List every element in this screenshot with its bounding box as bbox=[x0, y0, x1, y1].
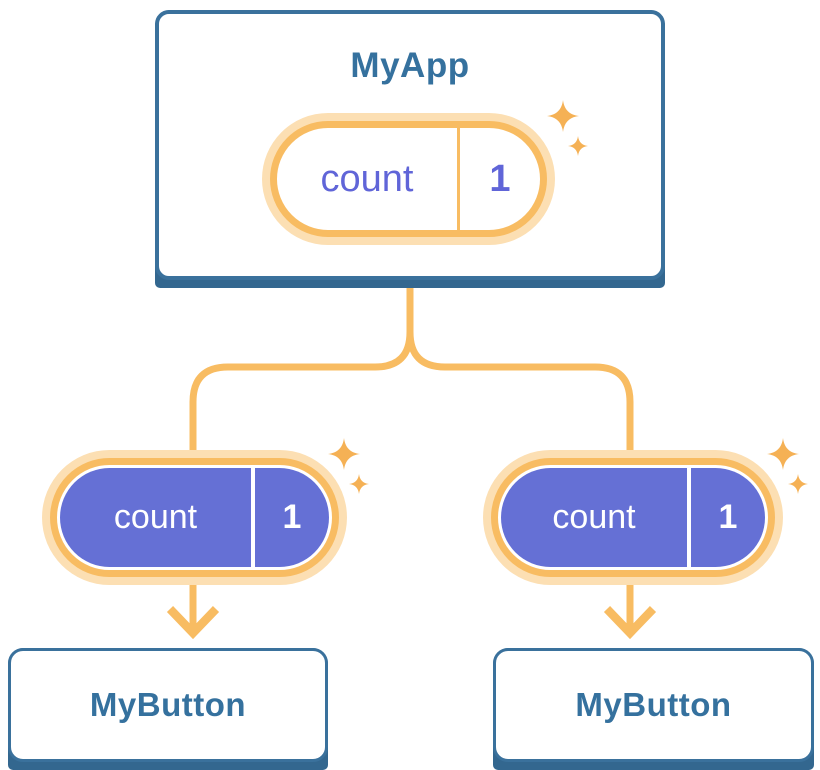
component-title-mybutton-right: MyButton bbox=[575, 686, 732, 723]
state-pill-right-ring: count 1 bbox=[491, 458, 775, 577]
connector-left-branch bbox=[189, 280, 414, 634]
sparkle-icon bbox=[349, 474, 369, 494]
state-pill-left-ring: count 1 bbox=[50, 458, 339, 577]
sparkle-icon-group-left bbox=[328, 438, 376, 498]
state-pill-mybutton-right: count 1 bbox=[483, 450, 783, 585]
sparkle-icon-group-right bbox=[767, 438, 815, 498]
state-value: 1 bbox=[489, 157, 511, 200]
component-title-myapp: MyApp bbox=[350, 46, 470, 85]
state-value: 1 bbox=[718, 498, 738, 536]
state-label: count bbox=[113, 498, 198, 536]
sparkle-icon bbox=[568, 136, 588, 156]
pill-divider bbox=[251, 468, 255, 567]
component-card-mybutton-left-face: MyButton bbox=[8, 648, 328, 762]
pill-divider bbox=[457, 128, 460, 230]
arrow-head-left-icon bbox=[166, 606, 220, 640]
component-card-mybutton-right-face: MyButton bbox=[493, 648, 814, 762]
component-card-mybutton-right: MyButton bbox=[493, 648, 814, 770]
state-pill-myapp-ring: count 1 bbox=[270, 121, 547, 237]
arrow-head-right-icon bbox=[603, 606, 657, 640]
state-pill-right-body: count 1 bbox=[501, 468, 765, 567]
state-label: count bbox=[552, 498, 636, 536]
sparkle-icon bbox=[788, 474, 808, 494]
state-label: count bbox=[320, 157, 414, 200]
sparkle-icon bbox=[547, 100, 579, 132]
component-card-mybutton-left: MyButton bbox=[8, 648, 328, 770]
pill-divider bbox=[687, 468, 691, 567]
sparkle-icon bbox=[328, 438, 360, 470]
state-pill-left-body: count 1 bbox=[60, 468, 329, 567]
sparkle-icon bbox=[767, 438, 799, 470]
sparkle-icon-group-myapp bbox=[547, 100, 595, 160]
state-value: 1 bbox=[282, 498, 302, 536]
state-pill-mybutton-left: count 1 bbox=[42, 450, 347, 585]
state-pill-myapp: count 1 bbox=[262, 113, 555, 245]
connector-right-branch bbox=[406, 280, 634, 634]
component-title-mybutton-left: MyButton bbox=[89, 686, 247, 723]
